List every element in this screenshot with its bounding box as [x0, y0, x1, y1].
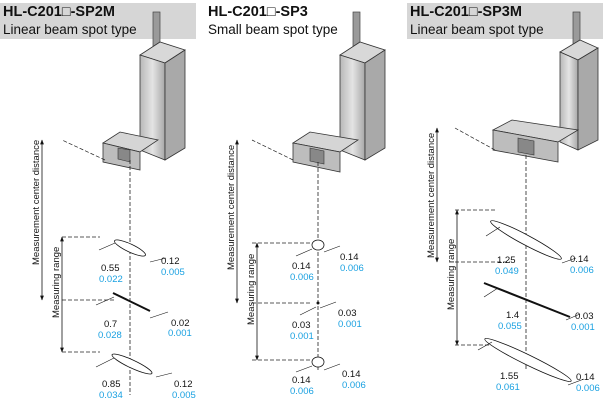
- spot-length: 1.4: [506, 310, 519, 321]
- spot-width: 0.03: [575, 311, 594, 322]
- spot-width: 0.12: [174, 379, 193, 390]
- spot-length: 0.03: [292, 320, 311, 331]
- beam-spot: [316, 301, 320, 305]
- spot-width: 0.12: [161, 256, 180, 267]
- beam-spot: [111, 353, 153, 375]
- spot-width: 0.03: [338, 308, 357, 319]
- measuring-range-label: Measuring range: [246, 254, 257, 325]
- spot-length: 1.55: [500, 371, 519, 382]
- spot-width-inch: 0.005: [172, 390, 196, 400]
- beam-spot: [484, 338, 572, 382]
- model-diagram-sp3m: Measurement center distance Measuring ra…: [426, 11, 600, 394]
- beam-spot: [114, 239, 146, 257]
- center-distance-label: Measurement center distance: [31, 140, 42, 265]
- spot-length-inch: 0.034: [99, 390, 123, 400]
- spot-width-inch: 0.006: [340, 263, 364, 274]
- model-header-sp3m: HL-C201□-SP3M Linear beam spot type: [407, 3, 603, 39]
- spot-length: 0.14: [292, 261, 311, 272]
- beam-spot: [490, 220, 562, 260]
- spot-width: 0.14: [576, 372, 595, 383]
- beam-spot: [112, 292, 151, 312]
- model-description: Linear beam spot type: [410, 22, 544, 37]
- spot-width-inch: 0.001: [338, 319, 362, 330]
- spot-length-inch: 0.001: [290, 331, 314, 342]
- spot-length: 0.7: [104, 319, 117, 330]
- model-description: Small beam spot type: [208, 22, 338, 37]
- spot-length-inch: 0.022: [99, 274, 123, 285]
- model-diagram-sp2m: Measurement center distance Measuring ra…: [31, 11, 196, 400]
- spot-width: 0.14: [342, 369, 361, 380]
- spot-length: 0.14: [292, 375, 311, 386]
- spot-width-inch: 0.006: [342, 380, 366, 391]
- beam-spot: [311, 239, 325, 251]
- spot-width: 0.14: [570, 254, 589, 265]
- beam-spot: [483, 282, 571, 318]
- spot-length-inch: 0.049: [495, 266, 519, 277]
- model-diagram-sp3: Measurement center distance Measuring ra…: [226, 11, 386, 397]
- model-name: HL-C201□-SP3M: [410, 4, 522, 20]
- spot-width-inch: 0.006: [570, 265, 594, 276]
- spot-length-inch: 0.006: [290, 272, 314, 283]
- spot-length: 0.85: [102, 379, 121, 390]
- center-distance-label: Measurement center distance: [426, 133, 437, 258]
- spot-length-inch: 0.006: [290, 386, 314, 397]
- spot-length-inch: 0.028: [98, 330, 122, 341]
- spot-length: 1.25: [497, 255, 516, 266]
- model-header-sp3: HL-C201□-SP3 Small beam spot type: [205, 3, 401, 39]
- spot-width: 0.14: [340, 252, 359, 263]
- spot-width-inch: 0.001: [571, 322, 595, 333]
- measuring-range-label: Measuring range: [446, 239, 457, 310]
- spot-length-inch: 0.061: [496, 382, 520, 393]
- center-distance-label: Measurement center distance: [226, 145, 237, 270]
- spot-width: 0.02: [171, 318, 190, 329]
- beam-spot: [311, 356, 325, 368]
- spot-width-inch: 0.005: [161, 267, 185, 278]
- spot-width-inch: 0.006: [576, 383, 600, 394]
- sensor-head: [102, 11, 186, 171]
- model-name: HL-C201□-SP3: [208, 4, 308, 20]
- spot-length-inch: 0.055: [498, 321, 522, 332]
- spot-width-inch: 0.001: [168, 328, 192, 339]
- spot-length: 0.55: [101, 263, 120, 274]
- sensor-head: [491, 11, 599, 163]
- model-description: Linear beam spot type: [3, 22, 137, 37]
- model-header-sp2m: HL-C201□-SP2M Linear beam spot type: [0, 3, 196, 39]
- model-name: HL-C201□-SP2M: [3, 4, 115, 20]
- measuring-range-label: Measuring range: [51, 247, 62, 318]
- sensor-head: [291, 11, 386, 173]
